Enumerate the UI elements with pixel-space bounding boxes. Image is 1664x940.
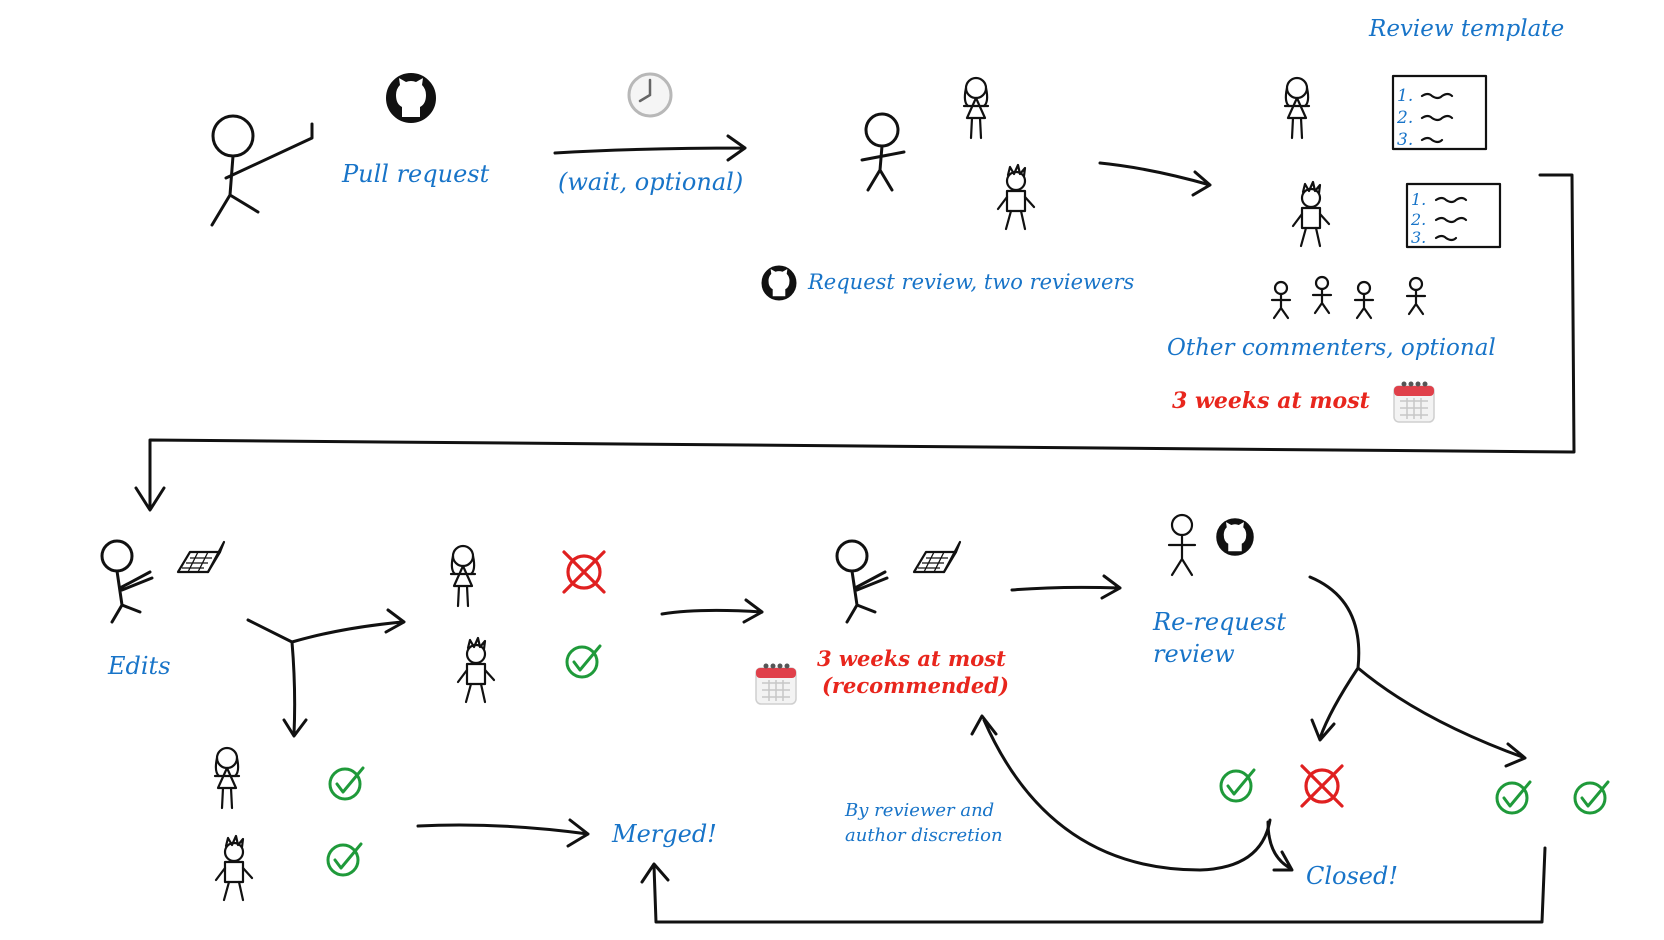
arrow-wait	[553, 134, 747, 162]
discretion-label: By reviewer and	[845, 800, 995, 821]
template-item-3: 3.	[1411, 228, 1427, 247]
commenter-icon	[1311, 275, 1333, 315]
clock-icon	[627, 72, 673, 118]
arrow-to-edits2	[660, 598, 764, 624]
arrow-branch	[246, 608, 406, 738]
template-item-3: 3.	[1397, 130, 1414, 150]
reviewer-1-icon	[213, 746, 241, 810]
github-icon	[386, 73, 436, 123]
review-template-2-icon	[1405, 182, 1502, 249]
github-icon	[761, 265, 797, 301]
checkmark-icon	[1219, 768, 1256, 803]
merged-label: Merged!	[612, 820, 717, 848]
editing-author-icon	[100, 539, 154, 624]
arrow-discretion-loop	[970, 714, 1272, 872]
reviewer-2-icon	[1291, 180, 1331, 248]
template-item-1: 1.	[1411, 190, 1427, 209]
reviewer-1-icon	[962, 76, 990, 140]
laptop-icon	[912, 540, 962, 574]
deadline-label: 3 weeks at most	[1172, 388, 1370, 414]
reviewer-1-icon	[449, 544, 477, 608]
arrow-bottom-return	[640, 846, 1547, 924]
author-small-figure-icon	[860, 112, 906, 192]
reviewer-1-icon	[1283, 76, 1311, 140]
checkmark-icon	[565, 644, 602, 679]
reviewer-2-icon	[214, 834, 254, 902]
arrow-to-rerequest	[1010, 574, 1122, 600]
request-review-label: Request review, two reviewers	[808, 270, 1135, 294]
rejected-icon	[562, 550, 606, 594]
edits-label: Edits	[108, 652, 171, 680]
calendar-icon	[755, 662, 797, 705]
editing-author-icon	[835, 539, 889, 624]
commenter-icon	[1405, 276, 1427, 316]
template-item-2: 2.	[1411, 210, 1427, 229]
template-item-2: 2.	[1397, 108, 1414, 128]
review-template-1-icon	[1391, 74, 1488, 151]
arrow-to-review	[1098, 161, 1212, 197]
commenter-icon	[1270, 280, 1292, 320]
template-item-1: 1.	[1397, 86, 1414, 106]
other-commenters-label: Other commenters, optional	[1167, 335, 1496, 361]
deadline-recommended-label: 3 weeks at most	[817, 646, 1006, 671]
closed-label: Closed!	[1306, 862, 1399, 890]
commenter-icon	[1353, 280, 1375, 320]
laptop-icon	[176, 540, 226, 574]
arrow-to-merged	[416, 818, 590, 848]
re-request-label: Re-request	[1153, 608, 1287, 636]
author-figure-icon	[1167, 513, 1197, 577]
deadline-recommended-sub-label: (recommended)	[822, 673, 1009, 698]
rejected-icon	[1300, 764, 1344, 808]
calendar-icon	[1393, 380, 1435, 423]
discretion-sub-label: author discretion	[845, 825, 1003, 846]
wait-label: (wait, optional)	[558, 168, 744, 196]
arrow-to-closed	[1266, 820, 1294, 872]
checkmark-icon	[1495, 780, 1532, 815]
review-template-label: Review template	[1369, 16, 1565, 42]
reviewer-2-icon	[456, 636, 496, 704]
arrow-fork	[1308, 575, 1527, 768]
author-figure-icon	[210, 114, 314, 227]
pull-request-label: Pull request	[342, 160, 490, 188]
checkmark-icon	[326, 842, 363, 877]
reviewer-2-icon	[996, 163, 1036, 231]
github-icon	[1216, 518, 1254, 556]
re-request-sub-label: review	[1153, 640, 1235, 668]
checkmark-icon	[328, 766, 365, 801]
arrow-return-row2	[134, 173, 1576, 512]
checkmark-icon	[1573, 780, 1610, 815]
